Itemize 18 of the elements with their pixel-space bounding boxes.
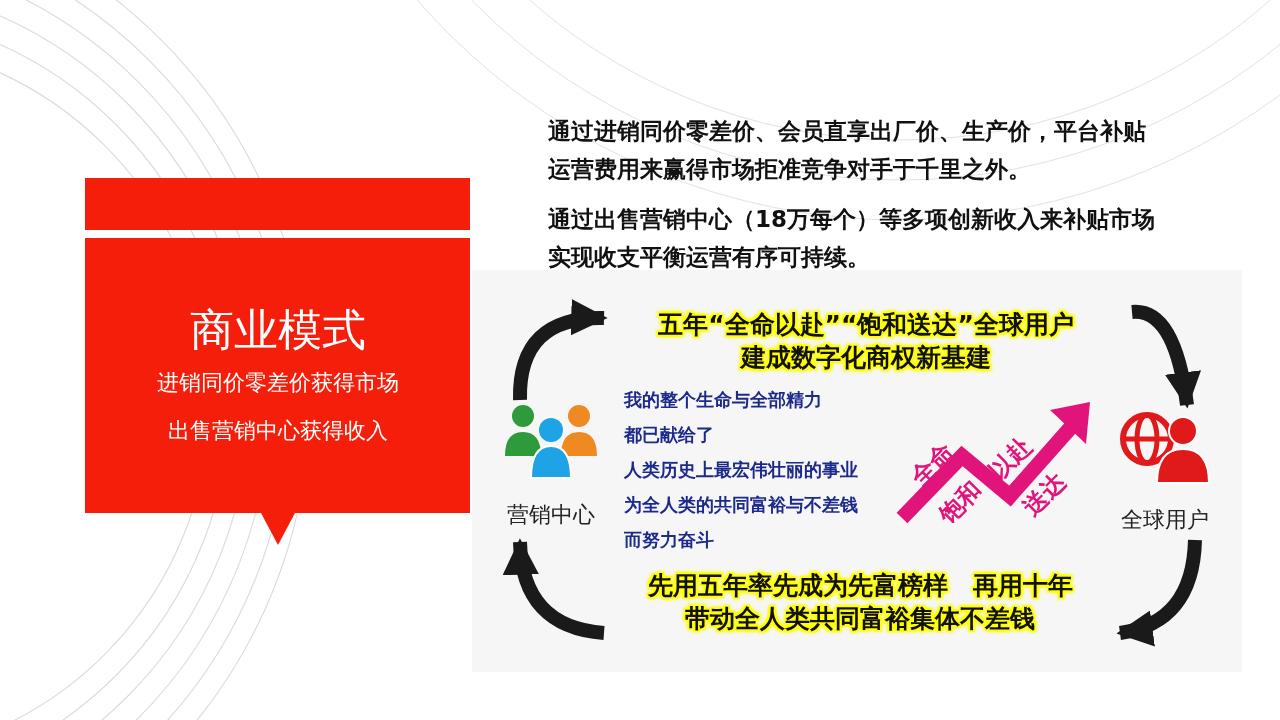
text-line: 我的整个生命与全部精力 xyxy=(624,388,822,412)
subtitle: 出售营销中心获得收入 xyxy=(166,418,389,445)
node-label: 营销中心 xyxy=(505,501,596,529)
text-line: 为全人类的共同富裕与不差钱 xyxy=(624,493,858,517)
heading: 商业模式 xyxy=(188,304,367,357)
highlighted-text: 先用五年率先成为先富榜样 再用十年带动全人类共同富裕集体不差钱 xyxy=(646,570,1074,635)
callout-box xyxy=(85,238,470,545)
node-label: 全球用户 xyxy=(1120,506,1210,534)
text-line: 都已献给了 xyxy=(624,423,714,447)
text-line: 而努力奋斗 xyxy=(624,528,714,552)
text-line: 人类历史上最宏伟壮丽的事业 xyxy=(624,458,858,482)
highlighted-text: 五年“全命以赴”“饱和送达”全球用户建成数字化商权新基建 xyxy=(657,309,1075,374)
subtitle: 进销同价零差价获得市场 xyxy=(155,370,400,397)
curved-arrow xyxy=(503,538,605,640)
curved-arrow xyxy=(513,300,608,401)
curved-arrow xyxy=(1116,539,1202,645)
paragraph: 通过进销同价零差价、会员直享出厂价、生产价，平台补贴运营费用来赢得市场拒准竞争对手于千里之外。 xyxy=(548,117,1147,184)
paragraph: 通过出售营销中心（18万每个）等多项创新收入来补贴市场实现收支平衡运营有序可持续。 xyxy=(548,205,1156,272)
